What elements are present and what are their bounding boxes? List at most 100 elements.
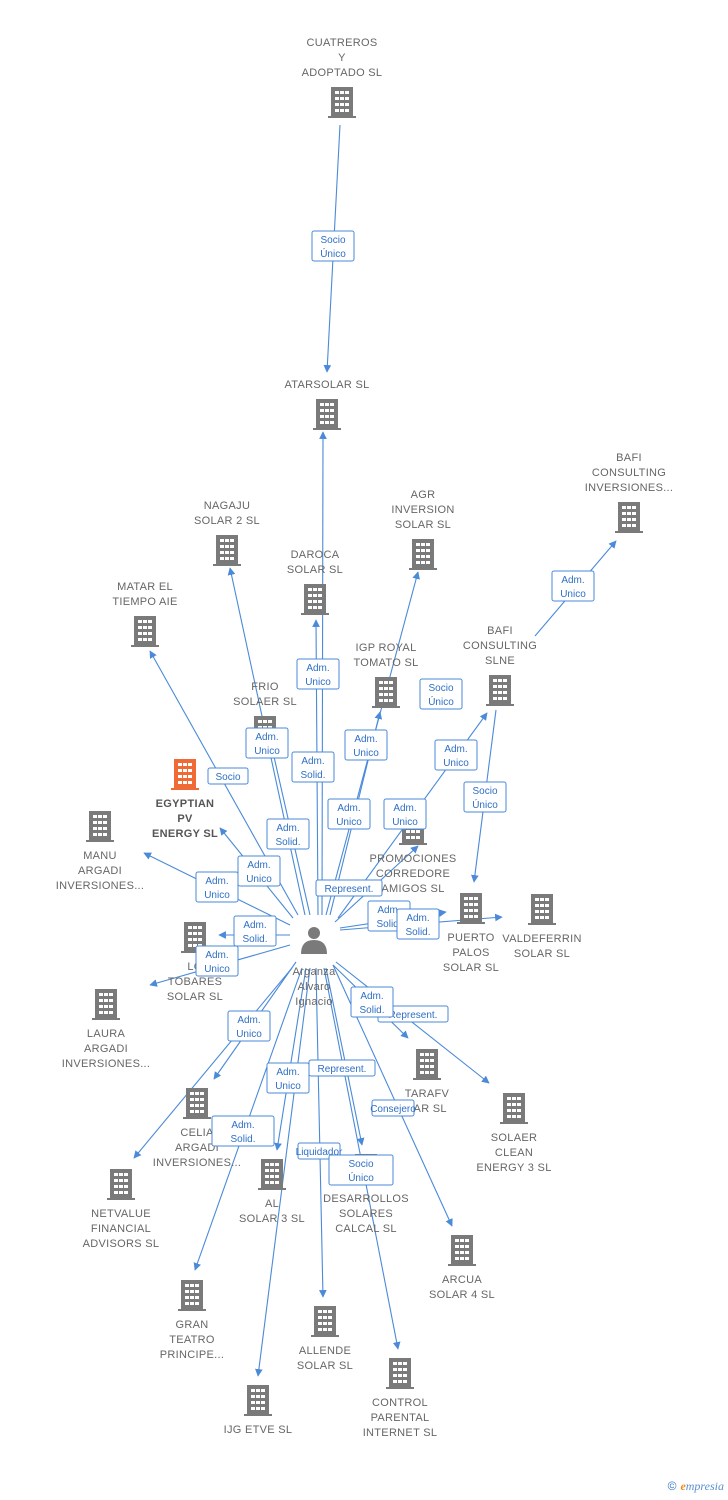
- edge-role-label[interactable]: Adm.Unico: [266, 1062, 310, 1094]
- edge-role-label[interactable]: Adm.Unico: [195, 945, 239, 977]
- node-label-line: BAFI: [616, 452, 642, 464]
- company-node-gran-teatro[interactable]: GRANTEATROPRINCIPE...: [160, 1280, 224, 1361]
- edge-label-box: [233, 915, 277, 947]
- brand-initial: e: [680, 1479, 686, 1493]
- edge-role-label[interactable]: Adm.Unico: [344, 729, 388, 761]
- edge-label-text: Socio: [428, 683, 453, 694]
- edge-label-text: Represent.: [389, 1010, 438, 1021]
- node-label-line: INVERSION: [391, 504, 454, 516]
- building-icon: [107, 1169, 135, 1200]
- node-label-line: AMIGOS SL: [381, 883, 444, 895]
- building-icon: [213, 535, 241, 566]
- company-node-celia[interactable]: CELIAARGADIINVERSIONES...: [153, 1088, 242, 1169]
- company-node-valdeferrin[interactable]: VALDEFERRIN SOLAR SL: [502, 894, 582, 960]
- edge-label-box: [266, 818, 310, 850]
- edge-label-text: Unico: [443, 758, 469, 769]
- node-label-line: SOLAR 3 SL: [239, 1213, 305, 1225]
- building-icon: [528, 894, 556, 925]
- edge-label-text: Adm.: [306, 663, 329, 674]
- company-node-bafi-inversiones[interactable]: BAFICONSULTINGINVERSIONES...: [585, 452, 674, 533]
- company-node-manu[interactable]: MANUARGADIINVERSIONES...: [56, 811, 145, 892]
- edge-role-label[interactable]: Adm.Unico: [245, 727, 289, 759]
- edge-role-label[interactable]: Socio: [207, 767, 249, 785]
- company-node-atarsolar[interactable]: ATARSOLAR SL: [284, 379, 369, 430]
- node-label-line: TIEMPO AIE: [112, 596, 177, 608]
- node-label-line: ADOPTADO SL: [302, 67, 383, 79]
- company-node-laura[interactable]: LAURAARGADIINVERSIONES...: [62, 989, 151, 1070]
- building-icon: [372, 677, 400, 708]
- edge-label-text: Socio: [320, 235, 345, 246]
- edge-label-text: Único: [320, 247, 346, 260]
- copyright-icon: ©: [667, 1479, 677, 1493]
- edge-label-box: [463, 781, 507, 813]
- edge-role-label[interactable]: Adm.Unico: [195, 871, 239, 903]
- edge-role-label[interactable]: Represent.: [315, 879, 383, 897]
- edge-role-label[interactable]: Adm.Unico: [237, 855, 281, 887]
- node-label-line: PROMOCIONES: [369, 853, 456, 865]
- edge-role-label[interactable]: Adm.Solid.: [266, 818, 310, 850]
- node-label-line: LAURA: [87, 1028, 126, 1040]
- edge-label-text: Solid.: [376, 919, 401, 930]
- edge-role-label[interactable]: Adm.Unico: [327, 798, 371, 830]
- edge-role-label[interactable]: Represent.: [377, 1005, 449, 1023]
- edge-label-text: Solid.: [230, 1134, 255, 1145]
- edge-role-label[interactable]: Adm.Solid.: [396, 908, 440, 940]
- node-label-line: SOLAR SL: [514, 948, 570, 960]
- edge-label-text: Adm.: [561, 575, 584, 586]
- company-node-matar[interactable]: MATAR EL TIEMPO AIE: [112, 581, 177, 647]
- edge-role-label[interactable]: Adm.Solid.: [211, 1115, 275, 1147]
- edge-role-label[interactable]: Represent.: [308, 1059, 376, 1077]
- building-icon: [448, 1235, 476, 1266]
- edge-role-label[interactable]: Adm.Unico: [383, 798, 427, 830]
- building-icon: [413, 1049, 441, 1080]
- person-icon: [308, 927, 320, 939]
- node-label-line: AGR: [411, 489, 436, 501]
- edge-role-label[interactable]: Adm.Unico: [434, 739, 478, 771]
- relationship-edge: [133, 967, 293, 1159]
- edge-role-label[interactable]: Adm.Solid.: [233, 915, 277, 947]
- building-icon: [178, 1280, 206, 1311]
- building-icon: [386, 1358, 414, 1389]
- edge-role-label[interactable]: Consejero: [370, 1099, 416, 1117]
- empresia-logo[interactable]: ©empresia: [668, 1479, 724, 1494]
- edge-label-text: Socio: [215, 772, 240, 783]
- edge-role-label[interactable]: Adm.Solid.: [291, 751, 335, 783]
- edge-role-label[interactable]: Adm.Unico: [296, 658, 340, 690]
- edge-role-label[interactable]: Adm.Solid.: [350, 986, 394, 1018]
- edge-label-box: [207, 767, 249, 785]
- edge-role-label[interactable]: Adm.Unico: [227, 1010, 271, 1042]
- edge-label-text: Adm.: [276, 823, 299, 834]
- company-node-ijg[interactable]: IJG ETVE SL: [224, 1385, 293, 1436]
- node-label-line: VALDEFERRIN: [502, 933, 582, 945]
- edge-role-label[interactable]: Adm.Unico: [551, 570, 595, 602]
- node-label-line: CELIA: [180, 1127, 214, 1139]
- node-label-line: CLEAN: [495, 1147, 533, 1159]
- edge-label-text: Unico: [254, 746, 280, 757]
- node-label-line: MATAR EL: [117, 581, 173, 593]
